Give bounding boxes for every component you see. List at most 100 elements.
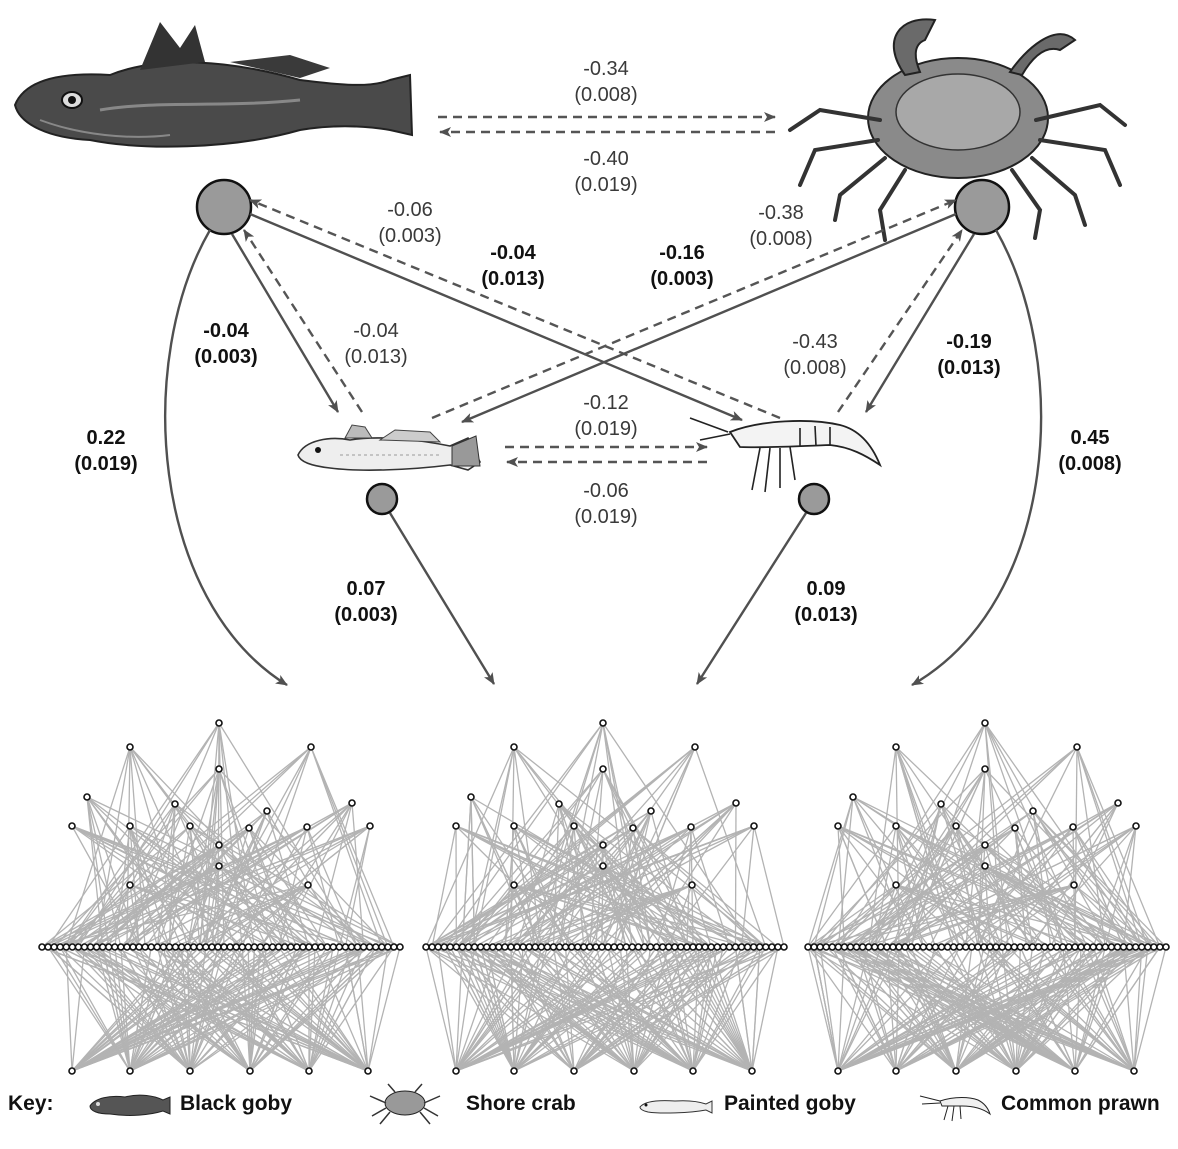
label-sc-cp-p: (0.013) (937, 357, 1000, 379)
network-middle-node (118, 944, 124, 950)
network-middle-node (1084, 944, 1090, 950)
network-middle-node (696, 944, 702, 950)
network-middle-node (1060, 944, 1066, 950)
network-middle-node (215, 944, 221, 950)
network-middle-node (385, 944, 391, 950)
network-upper-node (982, 720, 988, 726)
network-middle-node (563, 944, 569, 950)
network-middle-node (945, 944, 951, 950)
network-middle-node (775, 944, 781, 950)
network-middle-node (1078, 944, 1084, 950)
network-upper-node (1030, 808, 1036, 814)
network-middle-node (641, 944, 647, 950)
network-middle-node (854, 944, 860, 950)
network-middle-node (635, 944, 641, 950)
network-middle-node (1096, 944, 1102, 950)
network-upper-node (688, 824, 694, 830)
network-middle-node (908, 944, 914, 950)
network-middle-node (726, 944, 732, 950)
network-lower-node (127, 1068, 133, 1074)
network-middle-node (69, 944, 75, 950)
network-upper-node (938, 801, 944, 807)
network-middle-node (823, 944, 829, 950)
network-upper-node (308, 744, 314, 750)
network-middle-node (987, 944, 993, 950)
network-middle-node (720, 944, 726, 950)
network-middle-node (678, 944, 684, 950)
network-middle-node (957, 944, 963, 950)
label-pg-bg-p: (0.003) (378, 225, 441, 247)
network-upper-node (468, 794, 474, 800)
network-lower-node (1131, 1068, 1137, 1074)
label-bg-network-p: (0.019) (74, 453, 137, 475)
network-middle-node (124, 944, 130, 950)
network-middle-node (94, 944, 100, 950)
label-sc-network-p: (0.008) (1058, 453, 1121, 475)
network-middle-node (1145, 944, 1151, 950)
network-middle-node (526, 944, 532, 950)
network-lower-node (69, 1068, 75, 1074)
network-middle-node (1127, 944, 1133, 950)
network-middle-node (654, 944, 660, 950)
key-painted-goby-icon (640, 1101, 712, 1113)
network-upper-node (511, 823, 517, 829)
network-middle-node (666, 944, 672, 950)
network-upper-node (630, 825, 636, 831)
label-pg-network-coef: 0.07 (347, 578, 386, 600)
network-middle-node (465, 944, 471, 950)
label-bg-pg-coef: -0.04 (203, 320, 249, 342)
label-pg-bg-dashed-coef: -0.04 (353, 320, 399, 342)
network-upper-node (835, 823, 841, 829)
network-middle-node (708, 944, 714, 950)
network-upper-node (172, 801, 178, 807)
network-lower-node (187, 1068, 193, 1074)
network-middle-node (166, 944, 172, 950)
network-upper-node (1074, 744, 1080, 750)
network-middle-node (75, 944, 81, 950)
network-middle-node (100, 944, 106, 950)
network-middle-node (496, 944, 502, 950)
network-middle-node (447, 944, 453, 950)
network-upper-node (367, 823, 373, 829)
network-middle-node (502, 944, 508, 950)
label-cp-sc-coef: -0.43 (792, 331, 838, 353)
network-middle-node (550, 944, 556, 950)
network-middle-node (1102, 944, 1108, 950)
network-middle-node (714, 944, 720, 950)
network-lower-node (1072, 1068, 1078, 1074)
network-upper-node (556, 801, 562, 807)
network-upper-node (648, 808, 654, 814)
key-common-prawn-icon (920, 1096, 990, 1121)
network-upper-node (246, 825, 252, 831)
network-middle-node (1048, 944, 1054, 950)
network-middle-node (276, 944, 282, 950)
network-upper-node (127, 882, 133, 888)
network-middle-node (239, 944, 245, 950)
network-middle-node (926, 944, 932, 950)
network-upper-node (1133, 823, 1139, 829)
network-middle-node (951, 944, 957, 950)
network-upper-node (216, 842, 222, 848)
network-lower-node (453, 1068, 459, 1074)
network-middle-node (648, 944, 654, 950)
network-middle-node (51, 944, 57, 950)
network-middle-node (605, 944, 611, 950)
network-upper-node (600, 720, 606, 726)
network-middle-node (999, 944, 1005, 950)
network-middle-node (1072, 944, 1078, 950)
network-middle-node (154, 944, 160, 950)
network-upper-node (453, 823, 459, 829)
painted-goby-illustration (298, 425, 480, 470)
networks (39, 720, 1169, 1074)
key-painted-goby-label: Painted goby (724, 1092, 856, 1115)
network-upper-node (893, 882, 899, 888)
painted-goby-node (367, 484, 397, 514)
network-middle-node (599, 944, 605, 950)
network-middle-node (459, 944, 465, 950)
network-middle-node (330, 944, 336, 950)
label-cp-network-coef: 0.09 (807, 578, 846, 600)
network-middle-node (593, 944, 599, 950)
network-lower-node (365, 1068, 371, 1074)
network-middle-node (45, 944, 51, 950)
network-middle-node (896, 944, 902, 950)
